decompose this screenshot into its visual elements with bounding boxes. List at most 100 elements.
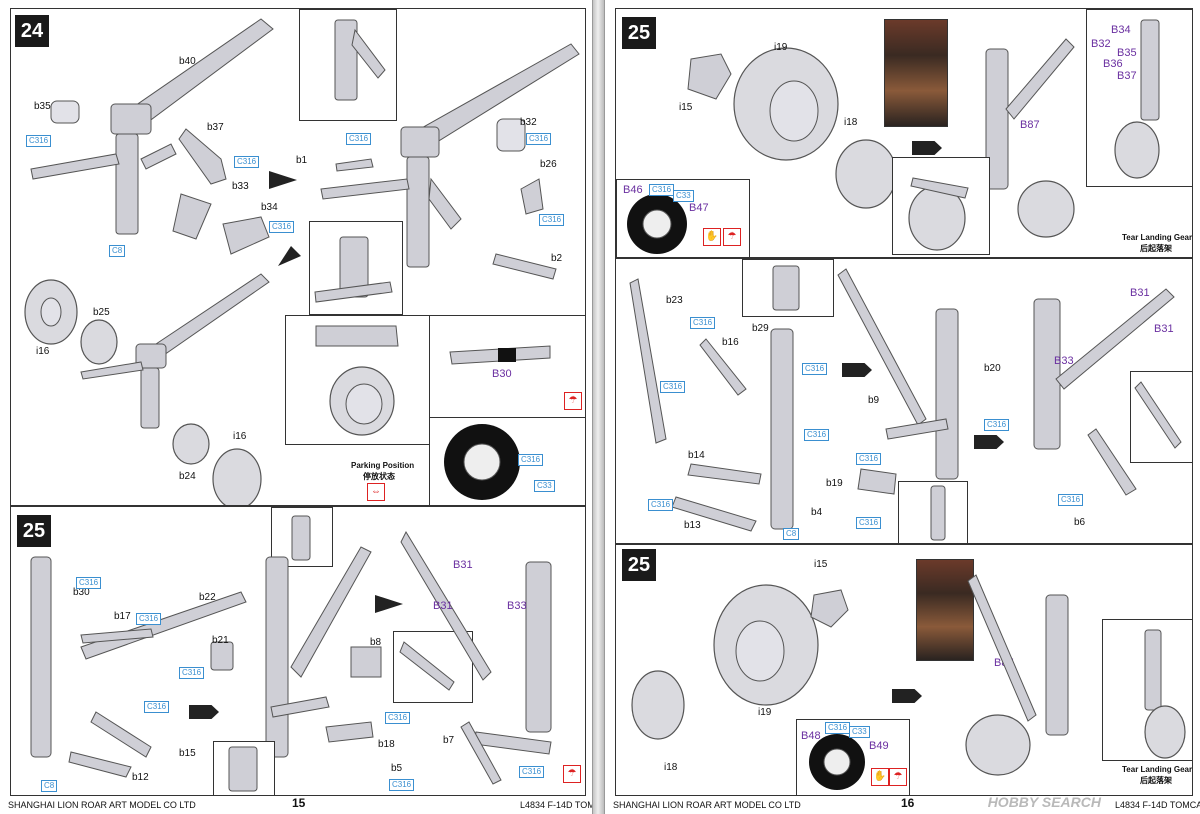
- part-label-b31: B31: [1154, 323, 1174, 335]
- paint-code: C316: [518, 454, 544, 466]
- part-label: b40: [179, 56, 196, 67]
- part-label: b19: [826, 478, 843, 489]
- detail-inset: [892, 157, 990, 255]
- part-label: b24: [179, 471, 196, 482]
- detail-inset: [742, 259, 834, 317]
- paint-code: C8: [109, 245, 126, 257]
- detail-inset: [1130, 371, 1192, 463]
- paint-code: C316: [144, 701, 170, 713]
- part-label: i16: [36, 346, 50, 357]
- part-label-b31: B31: [433, 600, 453, 612]
- warning-icon: ☂: [563, 765, 581, 783]
- paint-code: C316: [234, 156, 260, 168]
- paint-code: C316: [804, 429, 830, 441]
- part-label-b33: B33: [507, 600, 527, 612]
- detail-inset: [309, 221, 403, 315]
- part-label-b49: B49: [869, 740, 889, 752]
- part-label: i16: [233, 431, 247, 442]
- part-label: b6: [1074, 517, 1086, 528]
- parking-position-caption-cn: 停放状态: [363, 472, 395, 481]
- part-label-b46: B46: [623, 184, 643, 196]
- rear-gear-assembly-drawing: [985, 38, 1075, 238]
- part-label: b14: [688, 450, 705, 461]
- instruction-page-16: 25 i19 i15 i18 B46 C316 C33 B47 ✋ ☂ B87: [604, 0, 1200, 814]
- parking-icon: ⇔: [367, 483, 385, 501]
- part-label: i15: [814, 559, 828, 570]
- part-label: b35: [34, 101, 51, 112]
- warning-icon: ✋: [703, 228, 721, 246]
- detail-inset-tire: C316 C33: [429, 417, 585, 505]
- part-label: b29: [752, 323, 769, 334]
- part-label: b33: [232, 181, 249, 192]
- assembly-arrow: [842, 363, 872, 377]
- detail-inset-b30: B30 ☂: [429, 315, 585, 419]
- assembled-strut-drawing: [837, 268, 959, 495]
- paint-code: C316: [856, 517, 882, 529]
- assembly-arrow: [189, 705, 219, 719]
- assembly-arrow: [269, 171, 297, 189]
- detail-inset: [393, 631, 473, 703]
- paint-code: C316: [660, 381, 686, 393]
- part-label: b37: [207, 122, 224, 133]
- nose-gear-wheel-drawing: [24, 273, 270, 505]
- page-number: 15: [292, 796, 306, 810]
- reference-photo: [916, 559, 974, 661]
- detail-inset: [299, 9, 397, 121]
- step-number-badge: 25: [622, 17, 656, 49]
- part-label: b15: [179, 748, 196, 759]
- paint-code: C316: [856, 453, 882, 465]
- paint-code: C316: [802, 363, 828, 375]
- paint-code: C316: [385, 712, 411, 724]
- tear-landing-gear-caption: Tear Landing Gear: [1122, 765, 1193, 774]
- reference-photo: [884, 19, 948, 127]
- retraction-arm-drawing: [1033, 288, 1175, 496]
- part-label-b31: B31: [453, 559, 473, 571]
- assembly-arrow: [375, 595, 403, 613]
- footer-company: SHANGHAI LION ROAR ART MODEL CO LTD: [613, 800, 801, 810]
- paint-code: C316: [984, 419, 1010, 431]
- part-label-b34: B34: [1111, 24, 1131, 36]
- part-label: b18: [378, 739, 395, 750]
- paint-code: C316: [648, 499, 674, 511]
- tear-landing-gear-caption-cn: 后起落架: [1140, 244, 1172, 253]
- part-label-b87: B87: [1020, 119, 1040, 131]
- assembled-strut-drawing: [265, 546, 382, 758]
- part-label: b13: [684, 520, 701, 531]
- footer-company: SHANGHAI LION ROAR ART MODEL CO LTD: [8, 800, 196, 810]
- paint-code: C316: [649, 184, 675, 196]
- step-25-strut-panel: b23 b16 b29 b14 b13 C316 C316 C316 C316 …: [615, 258, 1193, 544]
- part-label: b34: [261, 202, 278, 213]
- warning-icon: ☂: [723, 228, 741, 246]
- assembly-arrow: [912, 141, 942, 155]
- part-label: b2: [551, 253, 563, 264]
- paint-code: C316: [690, 317, 716, 329]
- paint-code: C316: [519, 766, 545, 778]
- part-label: i18: [844, 117, 858, 128]
- tear-landing-gear-caption: Tear Landing Gear: [1122, 233, 1193, 242]
- part-label: b8: [370, 637, 382, 648]
- part-label: b17: [114, 611, 131, 622]
- part-label: b12: [132, 772, 149, 783]
- part-label-b30: B30: [492, 368, 512, 380]
- part-label: i19: [774, 42, 788, 53]
- part-label: b1: [296, 155, 308, 166]
- warning-icon: ☂: [564, 392, 582, 410]
- part-label: b4: [811, 507, 823, 518]
- step-24-panel: 24 b40 b35 b37 b33 b34 C316 C316 C316 C8: [10, 8, 586, 506]
- paint-code: C316: [136, 613, 162, 625]
- paint-code: C33: [534, 480, 555, 492]
- paint-code: C8: [41, 780, 58, 792]
- step-25-panel: 25 b30 b17 b22 b21 b15 b12 C316 C316 C31…: [10, 506, 586, 796]
- part-label: b26: [540, 159, 557, 170]
- part-label-b48: B48: [801, 730, 821, 742]
- paint-code: C316: [179, 667, 205, 679]
- footer-product: L4834 F-14D TOMCAT: [1115, 800, 1200, 810]
- paint-code: C316: [825, 722, 851, 734]
- retraction-arm-drawing: [400, 530, 552, 785]
- detail-inset: [898, 481, 968, 543]
- detail-inset-decal: B46 C316 C33 B47 ✋ ☂: [616, 179, 750, 257]
- main-gear-strut-drawing: [30, 18, 274, 255]
- step-number-badge: 25: [17, 515, 51, 547]
- paint-code: C33: [673, 190, 694, 202]
- tear-landing-gear-caption-cn: 后起落架: [1140, 776, 1172, 785]
